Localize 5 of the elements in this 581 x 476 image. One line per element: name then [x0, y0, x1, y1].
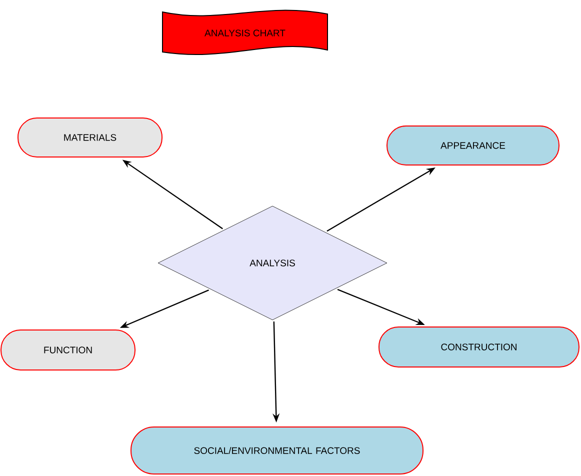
rounded-box: APPEARANCE — [386, 126, 560, 166]
rounded-box: MATERIALS — [18, 118, 162, 158]
rounded-box: FUNCTION — [0, 330, 136, 370]
rounded-box: CONSTRUCTION — [378, 326, 580, 368]
rounded-box: SOCIAL/ENVIRONMENTAL FACTORS — [130, 426, 424, 474]
